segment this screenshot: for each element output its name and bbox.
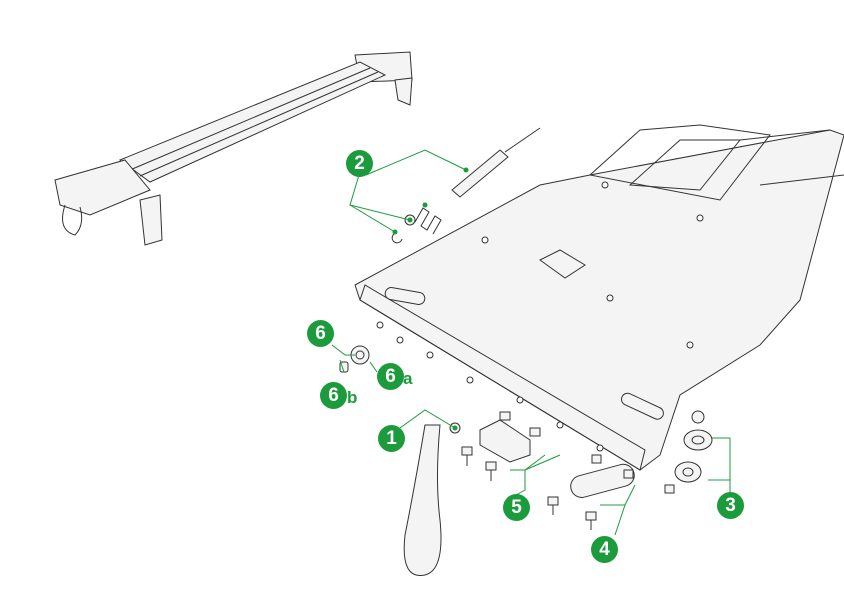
part-2-pin-spring bbox=[349, 127, 541, 244]
callout-6a: 6 bbox=[377, 363, 404, 390]
callout-6: 6 bbox=[307, 320, 334, 347]
callout-6a-suffix: a bbox=[403, 369, 413, 388]
part-4-bracket-screws bbox=[570, 454, 636, 536]
callout-5: 5 bbox=[503, 494, 530, 521]
callout-3: 3 bbox=[717, 492, 744, 519]
bracket-body bbox=[354, 124, 844, 471]
callout-6b-suffix: b bbox=[347, 388, 358, 407]
part-1-strap bbox=[399, 409, 461, 576]
callout-1: 1 bbox=[378, 425, 405, 452]
callout-6b: 6 bbox=[320, 382, 347, 409]
part-6-grommet-screw bbox=[331, 344, 378, 373]
rail-assembly-overview bbox=[54, 51, 413, 246]
part-3-rollers bbox=[664, 410, 731, 494]
part-5-block-screws bbox=[461, 411, 561, 515]
callout-2: 2 bbox=[346, 150, 373, 177]
callout-4: 4 bbox=[591, 536, 618, 563]
